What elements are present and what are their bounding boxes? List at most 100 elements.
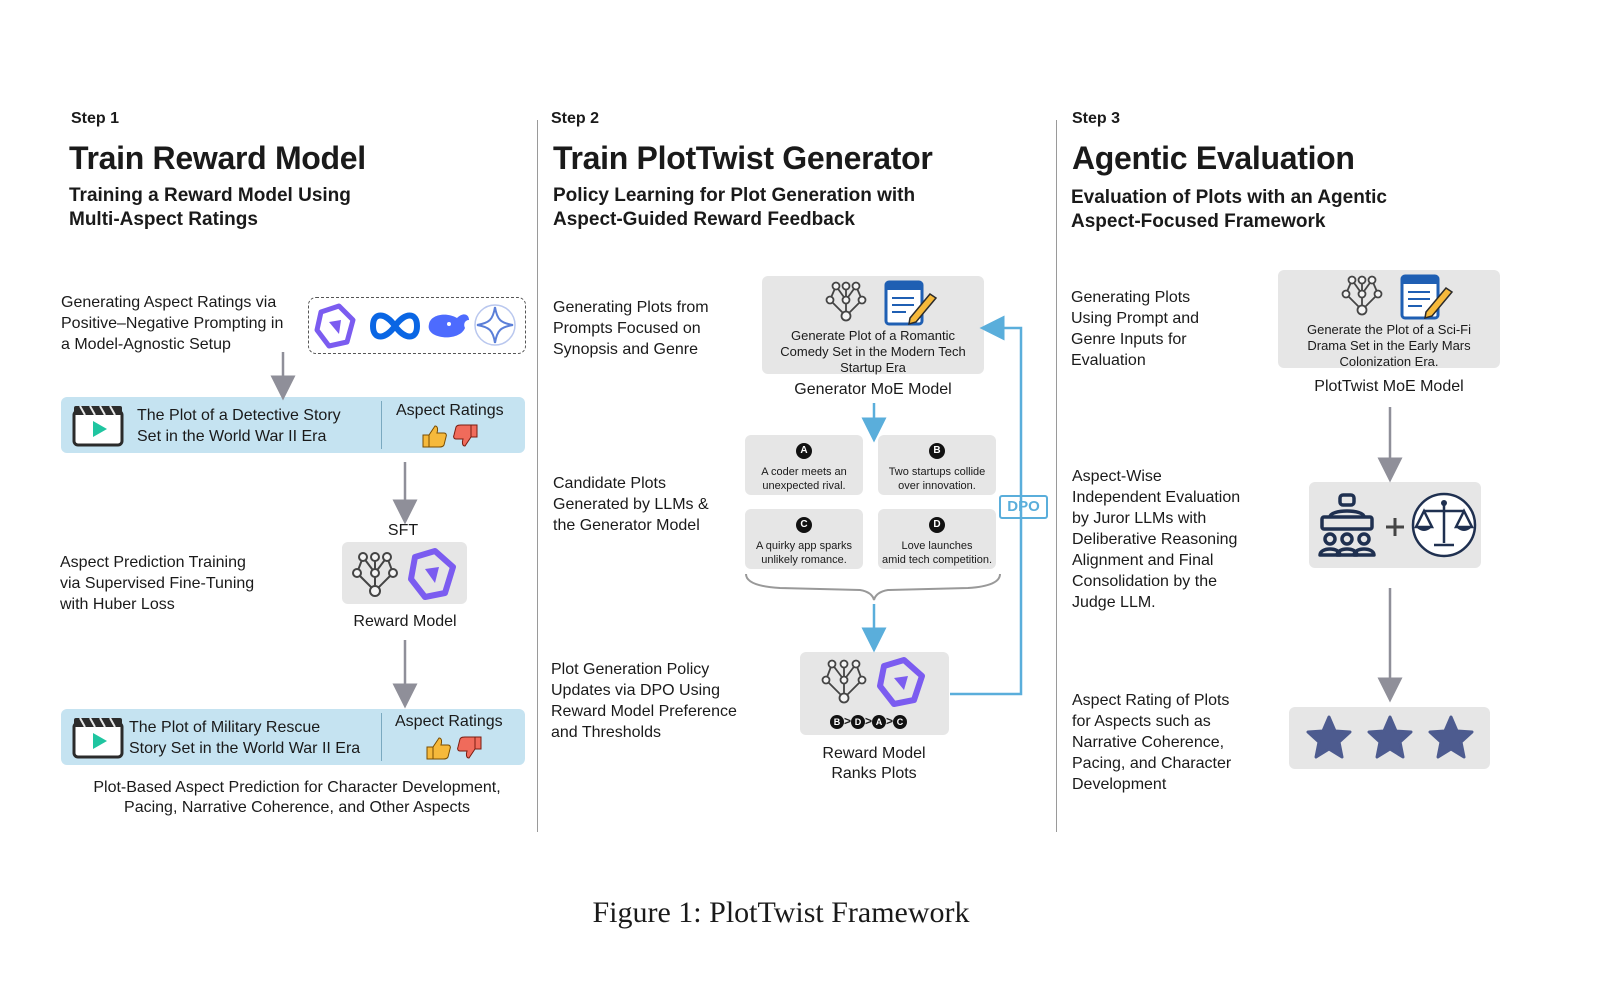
candidates-brace — [745, 573, 1001, 601]
desc-line: Using Prompt and — [1071, 310, 1200, 327]
reward-ranking-icons — [821, 657, 925, 707]
desc-line: a Model-Agnostic Setup — [61, 336, 231, 353]
desc-line: via Supervised Fine-Tuning — [60, 575, 255, 592]
desc-line: Development — [1072, 776, 1167, 793]
desc-line: Pacing, and Character — [1072, 755, 1232, 772]
divider-step1-step2 — [537, 120, 538, 832]
candidate-letter: C — [796, 517, 812, 533]
jury-judge-box — [1309, 482, 1481, 568]
aspect-ratings-label: Aspect Ratings — [395, 713, 503, 730]
candidate-line: A quirky app sparks — [756, 540, 852, 552]
plottwist-icons — [1341, 274, 1454, 320]
aspect-ratings-label: Aspect Ratings — [396, 402, 504, 419]
step2-subtitle: Policy Learning for Plot Generation with… — [553, 184, 915, 232]
desc-line: with Huber Loss — [60, 596, 175, 613]
moe-network-icon — [1341, 275, 1383, 316]
desc-line: Deliberative Reasoning — [1072, 531, 1238, 548]
jury-judge-icons — [1318, 492, 1477, 558]
desc-line: Generating Plots from — [553, 299, 709, 316]
deepseek-logo-icon — [428, 314, 469, 338]
qwen-logo-icon — [408, 548, 456, 600]
plot-line: Story Set in the World War II Era — [129, 740, 361, 757]
generator-prompt-box: Generate Plot of a Romantic Comedy Set i… — [762, 276, 984, 375]
plot-text-detective: The Plot of a Detective Story Set in the… — [137, 405, 341, 447]
step3-subtitle-line2: Aspect-Focused Framework — [1071, 211, 1326, 232]
candidate-line: amid tech competition. — [881, 554, 993, 566]
prompt-line: Comedy Set in the Modern Tech — [780, 344, 966, 359]
dpo-badge: DPO — [999, 495, 1048, 519]
desc-line: Generating Plots — [1071, 289, 1191, 306]
qwen-logo-icon — [877, 657, 925, 707]
step2-subtitle-line1: Policy Learning for Plot Generation with — [553, 185, 916, 206]
candidate-line: over innovation. — [898, 480, 976, 492]
step1-subtitle: Training a Reward Model Using Multi-Aspe… — [69, 184, 351, 232]
candidate-plot-d: D Love launches amid tech competition. — [878, 509, 996, 569]
rank-letter: D — [851, 715, 866, 729]
footer-line: Plot-Based Aspect Prediction for Charact… — [93, 779, 501, 796]
plot-line: The Plot of Military Rescue — [129, 719, 321, 736]
desc-line: Aspect Rating of Plots — [1072, 692, 1230, 709]
candidate-letter: B — [929, 443, 945, 459]
reward-model-box — [342, 542, 467, 604]
desc-line: and Thresholds — [551, 724, 661, 741]
reward-model-label: Reward Model — [353, 613, 457, 630]
step2-desc-candidates: Candidate Plots Generated by LLMs & the … — [553, 473, 709, 536]
desc-line: Updates via DPO Using — [551, 682, 720, 699]
candidate-letter: D — [929, 517, 945, 533]
prompt-line: Generate the Plot of a Sci-Fi — [1306, 322, 1472, 337]
reward-ranking-box: B>D>A>C — [800, 652, 949, 735]
desc-line: Generated by LLMs & — [553, 496, 709, 513]
step3-subtitle-line1: Evaluation of Plots with an Agentic — [1071, 187, 1387, 208]
candidate-line: A coder meets an — [761, 466, 847, 478]
prompt-line: Startup Era — [840, 360, 906, 375]
plus-icon — [1386, 518, 1404, 536]
candidate-text: A coder meets an unexpected rival. — [745, 465, 863, 493]
reward-rank-label: Reward Model Ranks Plots — [790, 744, 958, 784]
step3-desc-generating: Generating Plots Using Prompt and Genre … — [1071, 287, 1199, 371]
desc-line: Aspect-Wise — [1072, 468, 1162, 485]
candidate-line: Two startups collide — [888, 466, 986, 478]
plot-box-separator — [381, 713, 382, 761]
gemini-logo-icon — [474, 304, 516, 346]
step1-desc-training: Aspect Prediction Training via Supervise… — [60, 552, 254, 615]
step1-label: Step 1 — [71, 110, 120, 127]
thumbs-up-down-icon — [422, 424, 478, 448]
desc-line: Alignment and Final — [1072, 552, 1214, 569]
step3-subtitle: Evaluation of Plots with an Agentic Aspe… — [1071, 186, 1387, 234]
step2-desc-generating: Generating Plots from Prompts Focused on… — [553, 297, 709, 360]
desc-line: Consolidation by the — [1072, 573, 1217, 590]
ranking-sequence: B>D>A>C — [830, 714, 908, 729]
plot-box-detective: The Plot of a Detective Story Set in the… — [61, 397, 525, 453]
moe-network-icon — [821, 659, 867, 704]
desc-line: by Juror LLMs with — [1072, 510, 1207, 527]
star-icon — [1306, 715, 1352, 759]
desc-line: for Aspects such as — [1072, 713, 1211, 730]
candidate-text: Love launches amid tech competition. — [878, 539, 996, 567]
step1-title: Train Reward Model — [69, 140, 366, 176]
candidate-line: unexpected rival. — [762, 480, 846, 492]
rank-letter: A — [872, 715, 887, 729]
plot-box-separator — [381, 401, 382, 449]
generator-label: Generator MoE Model — [794, 381, 952, 398]
step2-title: Train PlotTwist Generator — [553, 140, 933, 176]
desc-line: Plot Generation Policy — [551, 661, 710, 678]
generator-icons — [825, 280, 938, 326]
plot-box-military: The Plot of Military Rescue Story Set in… — [61, 709, 525, 765]
desc-line: Candidate Plots — [553, 475, 666, 492]
desc-line: Synopsis and Genre — [553, 341, 698, 358]
thumbs-up-down-icon — [426, 736, 482, 760]
desc-line: Genre Inputs for — [1071, 331, 1187, 348]
plottwist-model-label: PlotTwist MoE Model — [1314, 378, 1464, 395]
plottwist-prompt-box: Generate the Plot of a Sci-Fi Drama Set … — [1278, 270, 1500, 370]
plot-text-military: The Plot of Military Rescue Story Set in… — [129, 717, 360, 759]
llm-logos — [314, 303, 516, 349]
step3-desc-rating: Aspect Rating of Plots for Aspects such … — [1072, 690, 1231, 795]
step1-desc-ratings: Generating Aspect Ratings via Positive–N… — [61, 292, 283, 355]
desc-line: Independent Evaluation — [1072, 489, 1241, 506]
step1-subtitle-line2: Multi-Aspect Ratings — [69, 209, 258, 230]
plottwist-prompt-text: Generate the Plot of a Sci-Fi Drama Set … — [1278, 322, 1500, 370]
justice-scale-icon — [1411, 492, 1477, 558]
candidate-letter: A — [796, 443, 812, 459]
meta-logo-icon — [369, 312, 421, 340]
step3-label: Step 3 — [1072, 110, 1121, 127]
